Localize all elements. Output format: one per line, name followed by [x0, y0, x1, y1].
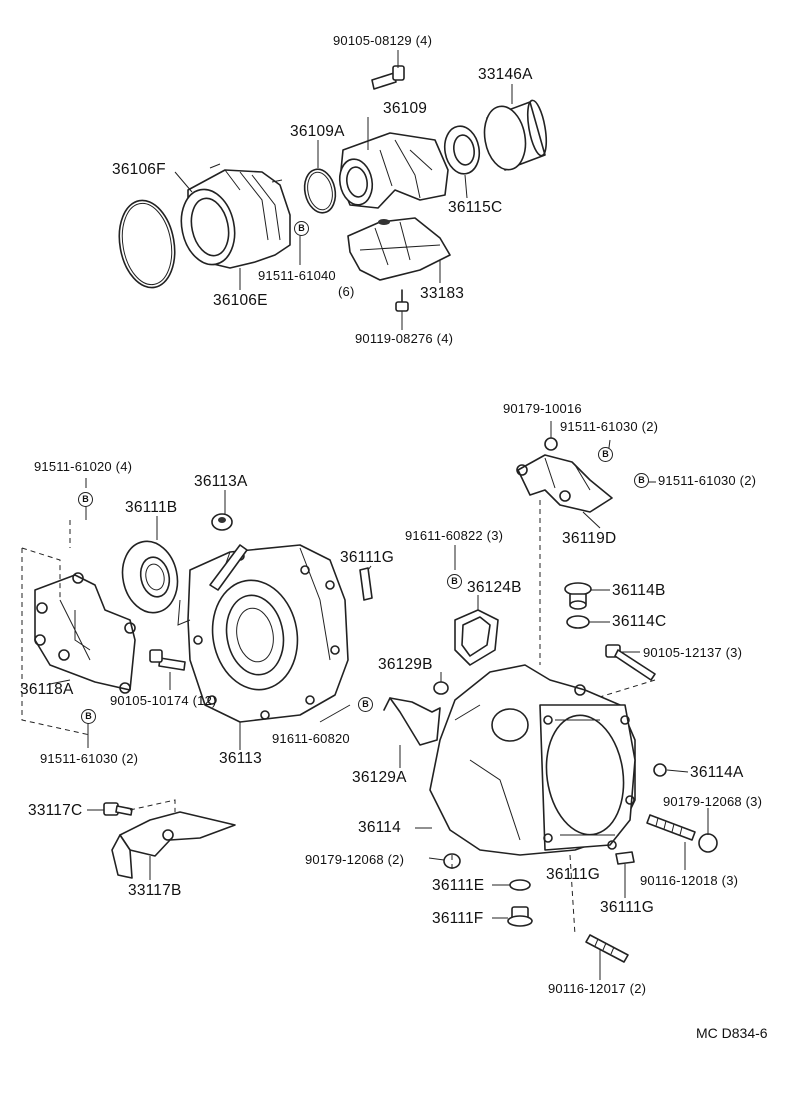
plug-36114b — [564, 582, 592, 610]
label-91511-61030-c: 91511-61030 (2) — [40, 751, 139, 766]
nut-90179-12068-a — [698, 833, 718, 853]
label-91511-61020: 91511-61020 (4) — [34, 459, 133, 474]
pin-36111g-b — [615, 851, 635, 865]
badge-b-91511-61020: B — [78, 492, 93, 507]
bearing-36111b — [121, 540, 179, 614]
label-36111e: 36111E — [432, 877, 485, 894]
label-36114b: 36114B — [612, 582, 666, 599]
o-ring-36109a — [303, 168, 337, 214]
plug-36111f — [507, 906, 533, 927]
label-91611-60820: 91611-60820 — [272, 731, 350, 746]
label-36124b: 36124B — [467, 579, 522, 596]
stud-90116-12017 — [585, 934, 629, 963]
drawing-code: MC D834-6 — [696, 1025, 768, 1041]
label-33183: 33183 — [420, 285, 465, 302]
label-90116-12018: 90116-12018 (3) — [640, 873, 739, 888]
label-33117b: 33117B — [128, 882, 182, 899]
bolt-90105-10174 — [149, 649, 186, 671]
label-36129a: 36129A — [352, 769, 407, 786]
extension-housing-36106e — [180, 163, 291, 269]
pin-36111g-a — [359, 567, 373, 601]
label-91511-61040: 91511-61040 — [258, 268, 336, 283]
bracket-36129a — [383, 697, 441, 746]
bolt-33117c — [103, 802, 133, 816]
label-33146a: 33146A — [478, 66, 533, 83]
label-90179-12068-a: 90179-12068 (3) — [663, 794, 763, 809]
label-91511-61030-a: 91511-61030 (2) — [560, 419, 659, 434]
bracket-bolt-path — [21, 520, 91, 736]
label-36111g-c: 36111G — [600, 899, 655, 916]
badge-b-91611-60822: B — [447, 574, 462, 589]
stud-90116-12018 — [646, 814, 696, 841]
cover-plate-36124b — [454, 609, 499, 666]
bolt-90105-08129 — [371, 65, 405, 90]
label-qty-6: (6) — [338, 284, 355, 299]
case-36113 — [177, 544, 349, 723]
bracket-33117b — [111, 811, 236, 879]
label-91511-61030-b: 91511-61030 (2) — [658, 473, 757, 488]
label-33117c: 33117C — [28, 802, 83, 819]
label-36111b: 36111B — [125, 499, 178, 516]
badge-b-91511-61040: B — [294, 221, 309, 236]
label-90179-10016: 90179-10016 — [503, 401, 582, 416]
label-36109a: 36109A — [290, 123, 345, 140]
cover-33146a — [483, 99, 548, 171]
bolt-90119-08276 — [395, 289, 409, 312]
washer-36114c — [566, 615, 590, 629]
o-ring-36106f — [118, 199, 176, 289]
sleeve-36109 — [338, 132, 449, 209]
bracket-36118a — [34, 572, 136, 694]
bolt-90105-12137 — [605, 644, 656, 681]
label-36113a: 36113A — [194, 473, 248, 490]
badge-b-91511-61030-c: B — [81, 709, 96, 724]
washer-36111e — [509, 879, 531, 891]
label-36109: 36109 — [383, 100, 428, 117]
label-90105-08129: 90105-08129 (4) — [333, 33, 433, 48]
label-90179-12068-b: 90179-12068 (2) — [305, 852, 405, 867]
label-36113: 36113 — [219, 750, 262, 767]
label-36115c: 36115C — [448, 199, 503, 216]
bracket-36119d — [516, 454, 613, 513]
plug-90179-10016 — [544, 437, 558, 451]
nut-36129b — [433, 681, 449, 695]
label-90116-12017: 90116-12017 (2) — [548, 981, 647, 996]
bracket-33117b-path — [129, 799, 176, 812]
badge-b-91511-61030-b: B — [634, 473, 649, 488]
label-91611-60822: 91611-60822 (3) — [405, 528, 504, 543]
top-leader-lines — [174, 50, 513, 330]
label-36119d: 36119D — [562, 530, 617, 547]
badge-b-91611-60820: B — [358, 697, 373, 712]
label-36106f: 36106F — [112, 161, 166, 178]
stud-90116-12017-path — [569, 854, 576, 936]
label-90105-12137: 90105-12137 (3) — [643, 645, 743, 660]
label-36111f: 36111F — [432, 910, 484, 927]
label-36129b: 36129B — [378, 656, 433, 673]
label-90105-10174: 90105-10174 (12) — [110, 693, 217, 708]
mount-33183 — [347, 217, 451, 281]
label-36111g-b: 36111G — [546, 866, 601, 883]
badge-b-91511-61030-a: B — [598, 447, 613, 462]
label-90119-08276: 90119-08276 (4) — [355, 331, 454, 346]
label-36118a: 36118A — [20, 681, 74, 698]
label-36111g-a: 36111G — [340, 549, 395, 566]
plug-36114a — [653, 763, 667, 777]
case-36114 — [429, 664, 636, 856]
label-36114c: 36114C — [612, 613, 667, 630]
oil-seal-36115c — [443, 125, 481, 175]
plug-36113a — [211, 513, 233, 531]
label-36114: 36114 — [358, 819, 401, 836]
label-36106e: 36106E — [213, 292, 268, 309]
label-36114a: 36114A — [690, 764, 744, 781]
